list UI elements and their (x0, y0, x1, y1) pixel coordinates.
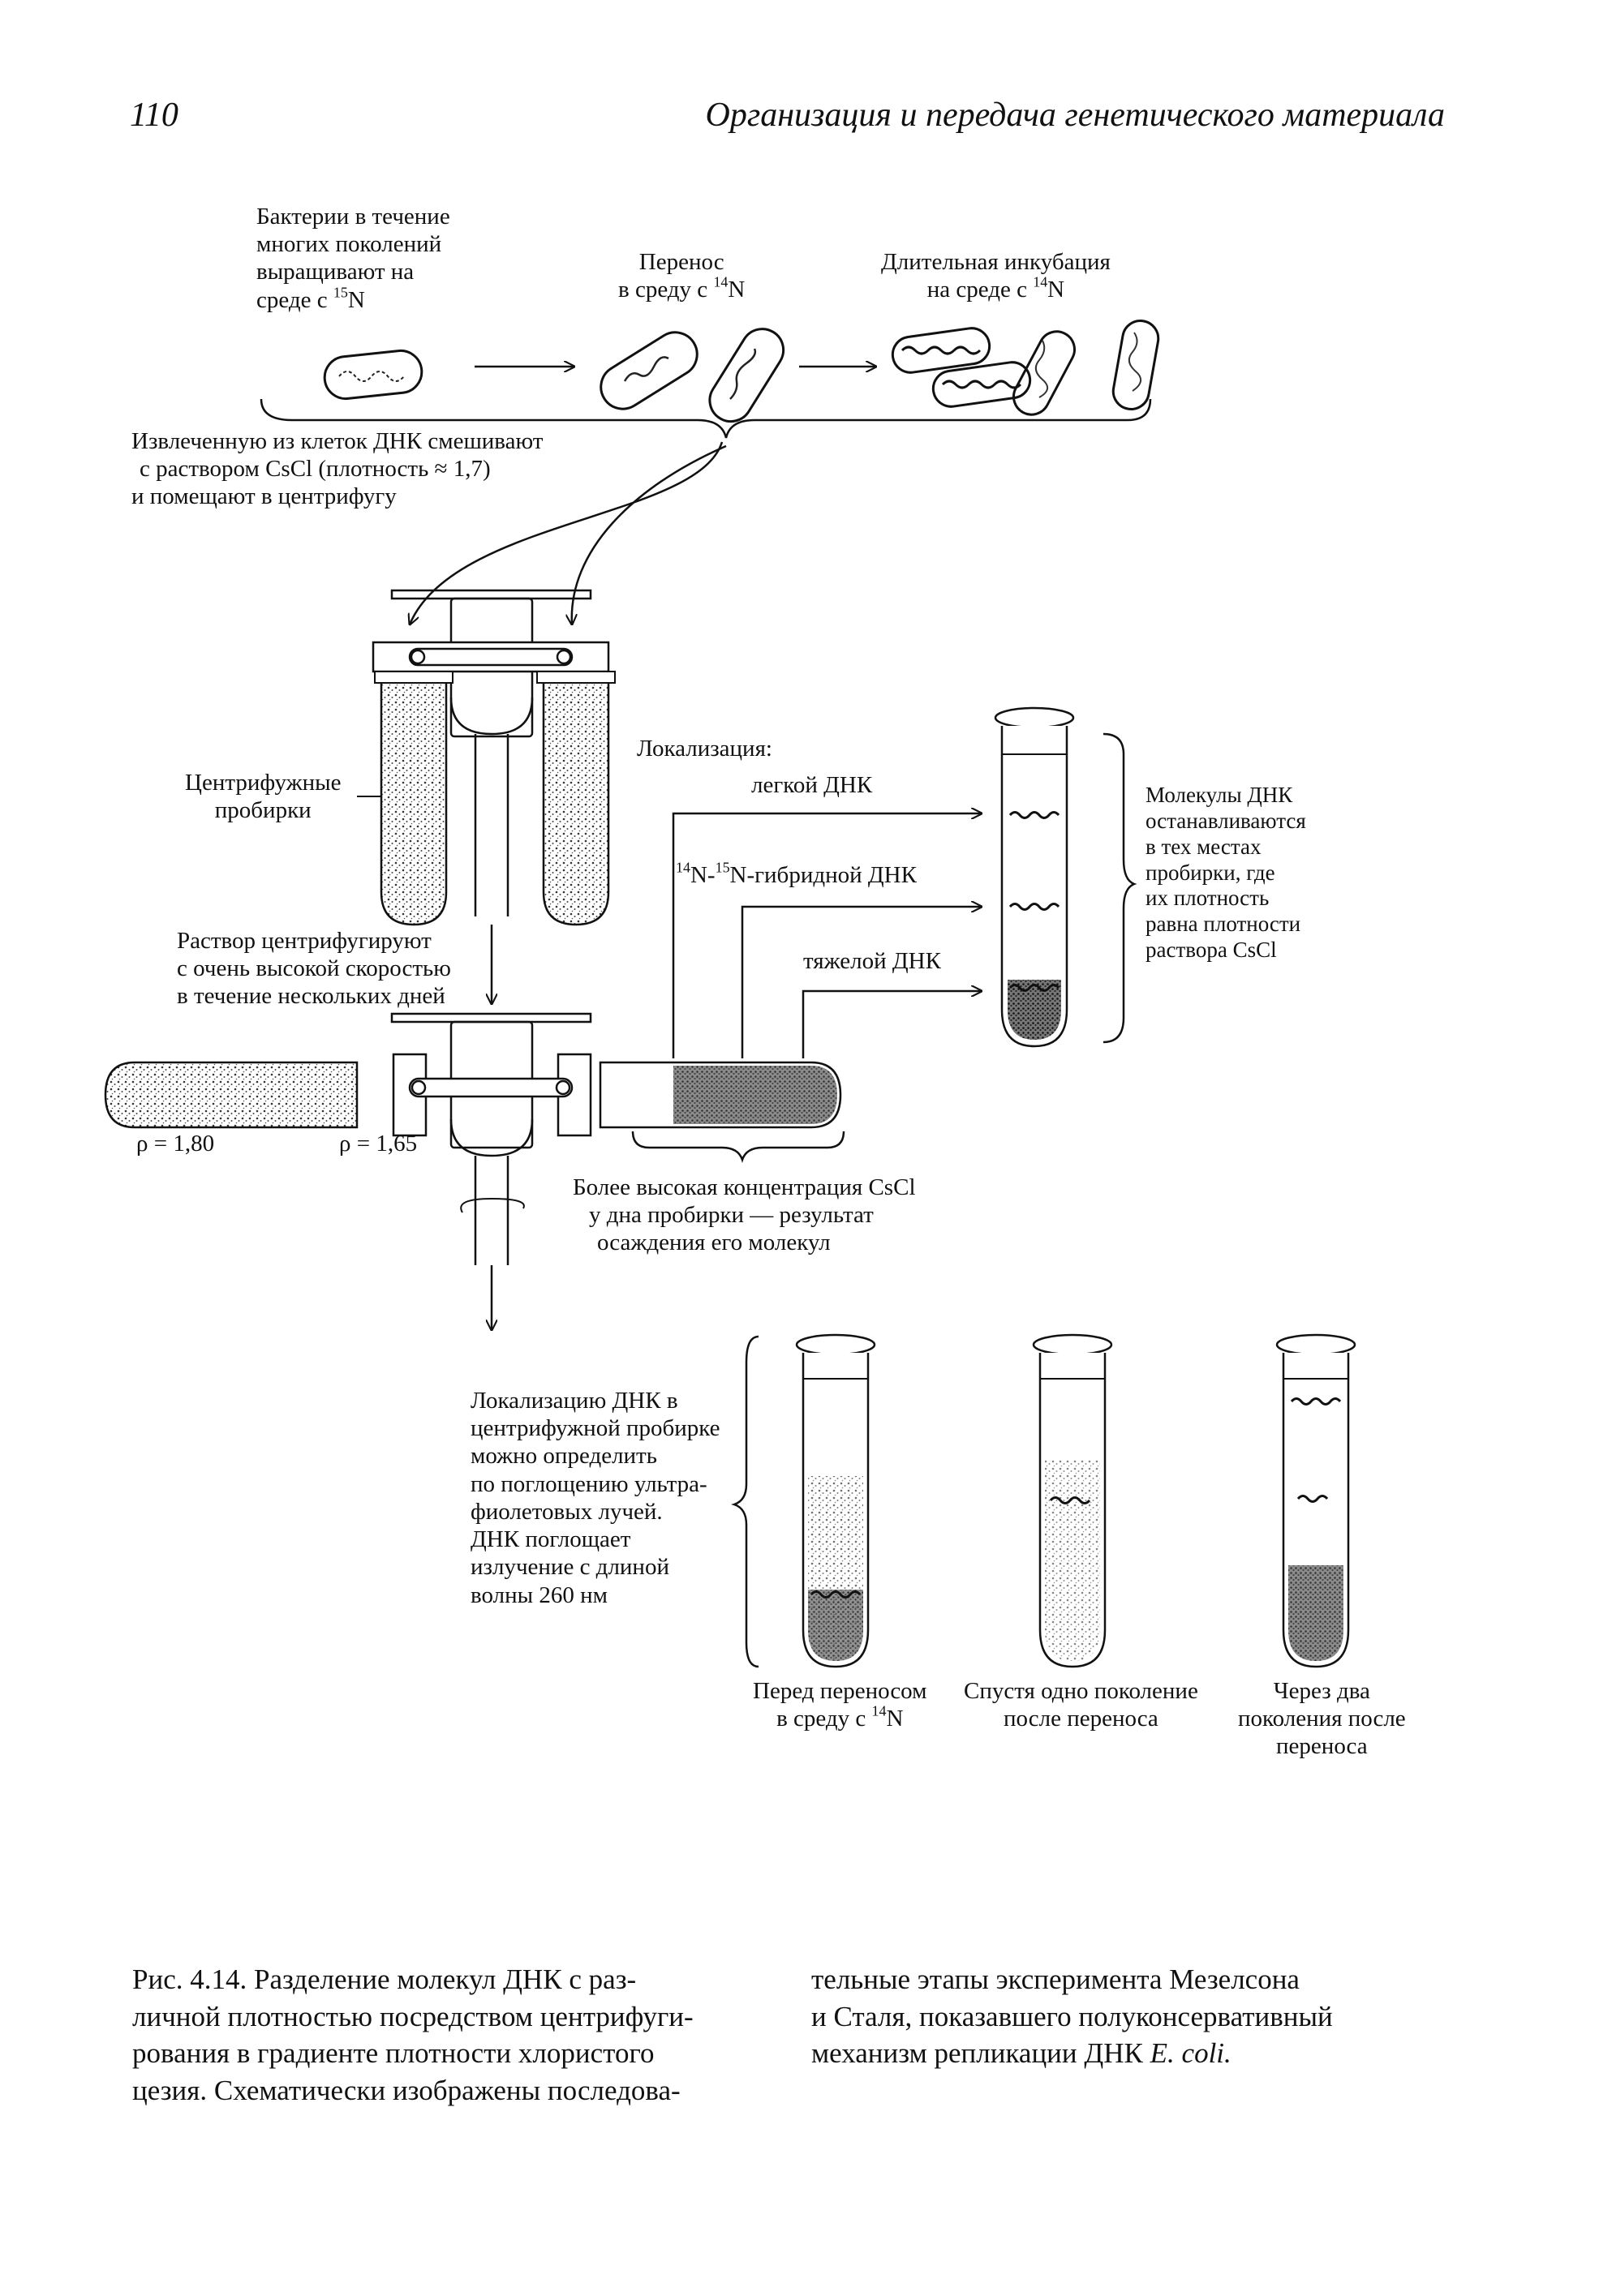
concentration-note: Более высокая концентрация CsCl у дна пр… (573, 1174, 916, 1256)
localization-light: легкой ДНК (751, 772, 873, 798)
result-tube-two-generations (1275, 1333, 1356, 1668)
tubes-label: Центрифужные пробирки (185, 770, 342, 824)
bracket-uv (731, 1335, 759, 1668)
bracket-bottom-concentration (631, 1131, 845, 1163)
centrifuge-horizontal (104, 1012, 842, 1330)
density-right: ρ = 1,65 (339, 1131, 418, 1157)
running-title: Организация и передача генетического мат… (705, 97, 1445, 134)
result-label-before: Перед переносом в среду с 14N (753, 1678, 927, 1732)
localization-tube (994, 706, 1075, 1048)
figure-caption-right: тельные этапы эксперимента Мезелсона и С… (811, 1963, 1333, 2069)
tube-right-vertical (536, 671, 616, 926)
result-label-one-generation: Спустя одно поколение после переноса (964, 1678, 1198, 1732)
step2-label: Перенос в среду с 14N (618, 249, 746, 303)
arrow-heavy-dna (802, 991, 982, 1058)
page-number: 110 (130, 97, 178, 134)
result-label-two-generations: Через два поколения после переноса (1238, 1678, 1406, 1760)
bracket-molecules (1103, 732, 1137, 1044)
bacterium-n15 (323, 349, 423, 401)
result-tube-one-generation (1032, 1333, 1113, 1668)
result-tube-before (795, 1333, 876, 1668)
arrow-light-dna (672, 813, 982, 1058)
localization-hybrid: 14N-15N-гибридной ДНК (676, 859, 917, 888)
uv-note: Локализацию ДНК в центрифужной пробирке … (471, 1388, 720, 1608)
step1-label: Бактерии в течение многих поколений выра… (256, 204, 450, 313)
bacterium-transfer-1 (600, 331, 698, 410)
bacteria-incubation (891, 320, 1160, 416)
localization-title: Локализация: (637, 736, 772, 762)
bacterium-transfer-2 (708, 328, 785, 423)
step3-label: Длительная инкубация на среде с 14N (881, 249, 1111, 303)
localization-heavy: тяжелой ДНК (803, 948, 941, 974)
arrow-to-tube-left (410, 441, 724, 624)
bracket-top (260, 398, 1152, 439)
figure-caption-left: Рис. 4.14. Разделение молекул ДНК с раз-… (132, 1963, 694, 2106)
arrow-to-tube-right (572, 444, 727, 624)
centrifuge-note: Раствор центрифугируют с очень высокой с… (177, 928, 451, 1010)
molecules-note: Молекулы ДНК останавливаются в тех места… (1146, 783, 1306, 963)
extraction-note: Извлеченную из клеток ДНК смешивают с ра… (131, 428, 544, 510)
centrifuge-vertical (372, 589, 610, 916)
tube-left-vertical (374, 671, 453, 926)
density-left: ρ = 1,80 (136, 1131, 215, 1157)
arrow-hybrid-dna (741, 907, 982, 1058)
